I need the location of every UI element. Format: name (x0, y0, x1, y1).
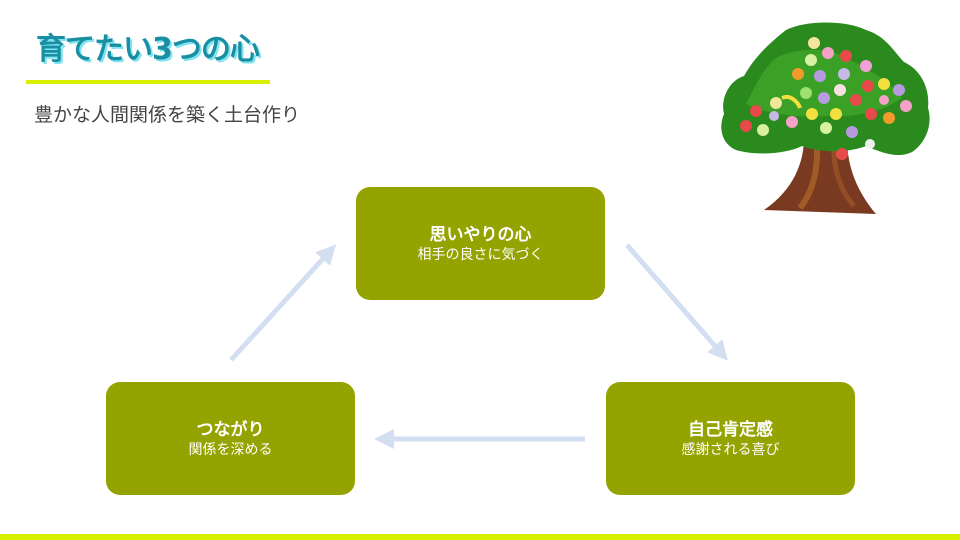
node-heading: 思いやりの心 (429, 224, 532, 245)
node-heading: 自己肯定感 (688, 419, 773, 440)
fruit-cards (740, 37, 912, 160)
arrow-top-to-right (625, 243, 728, 361)
slide-subtitle: 豊かな人間関係を築く土台作り (34, 104, 301, 126)
bottom-accent-bar (0, 534, 960, 540)
node-caption: 関係を深める (188, 441, 273, 458)
node-self-esteem: 自己肯定感 感謝される喜び (606, 382, 855, 495)
node-caption: 感謝される喜び (681, 441, 780, 458)
node-heading: つながり (196, 419, 265, 440)
node-connection: つながり 関係を深める (106, 382, 355, 495)
node-omoiyari: 思いやりの心 相手の良さに気づく (356, 187, 605, 300)
slide-title: 育てたい3つの心 (36, 32, 260, 67)
title-underline (26, 80, 270, 84)
node-caption: 相手の良さに気づく (417, 246, 544, 263)
arrow-left-to-top (229, 244, 337, 362)
tree-illustration (721, 22, 930, 214)
